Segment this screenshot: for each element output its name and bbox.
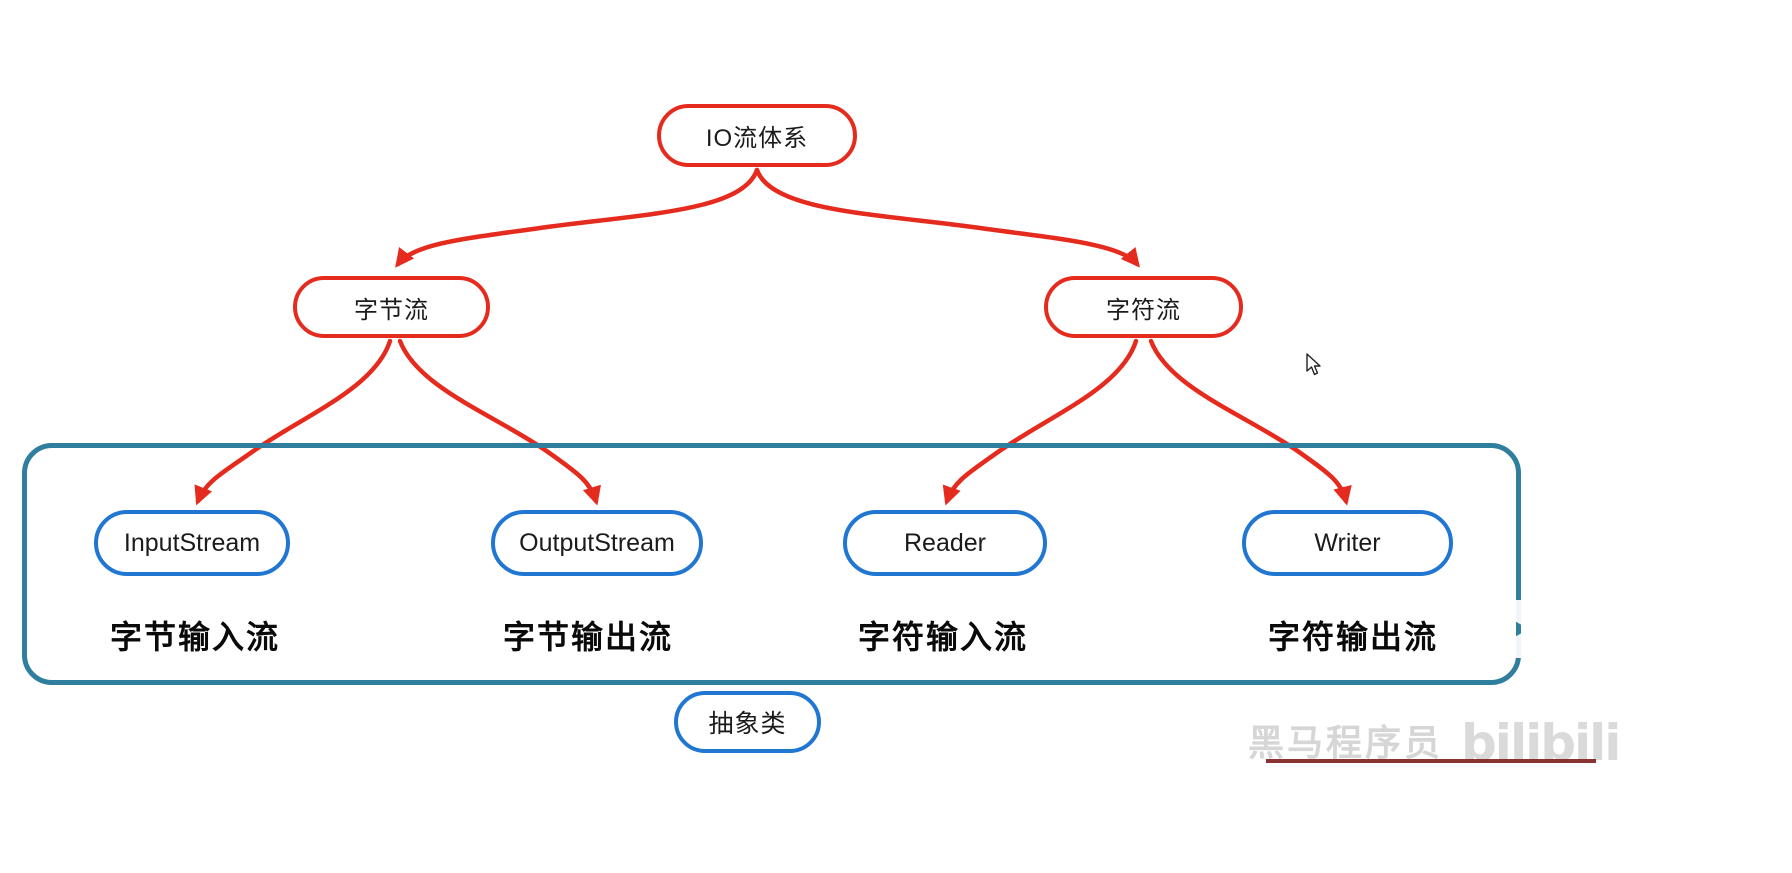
node-writer-label: Writer	[1314, 528, 1381, 557]
caption-char-input-stream: 字符输入流	[857, 619, 1029, 655]
node-outputstream-label: OutputStream	[519, 528, 675, 557]
node-char-label: 字符流	[1106, 296, 1181, 324]
arrow-cursor	[1306, 353, 1321, 376]
caption-byte-output-stream: 字节输出流	[502, 619, 674, 655]
node-reader[interactable]: Reader	[843, 510, 1047, 576]
node-byte-label: 字节流	[354, 296, 429, 324]
node-inputstream-label: InputStream	[123, 528, 261, 557]
watermark: 黑马程序员 bilibili	[1248, 706, 1621, 768]
abstract-classes-container	[22, 443, 1521, 685]
node-reader-label: Reader	[904, 528, 986, 557]
watermark-cn-text: 黑马程序员	[1248, 722, 1444, 763]
caption-byte-input-stream: 字节输入流	[109, 619, 281, 655]
node-abstract-label: 抽象类	[708, 710, 787, 738]
caption-char-output-stream: 字符输出流	[1267, 619, 1439, 655]
watermark-underline	[1266, 759, 1596, 763]
node-char-stream[interactable]: 字符流	[1044, 276, 1243, 338]
node-inputstream[interactable]: InputStream	[94, 510, 290, 576]
node-outputstream[interactable]: OutputStream	[491, 510, 703, 576]
edge-io-to-byte	[395, 167, 760, 268]
node-io-stream-system[interactable]: IO流体系	[657, 104, 857, 167]
node-byte-stream[interactable]: 字节流	[293, 276, 490, 338]
edge-io-to-char	[754, 167, 1140, 268]
bilibili-tv-play-icon	[1474, 587, 1550, 658]
node-writer[interactable]: Writer	[1242, 510, 1453, 576]
node-io-label: IO流体系	[705, 125, 809, 152]
node-abstract-class[interactable]: 抽象类	[674, 691, 821, 753]
